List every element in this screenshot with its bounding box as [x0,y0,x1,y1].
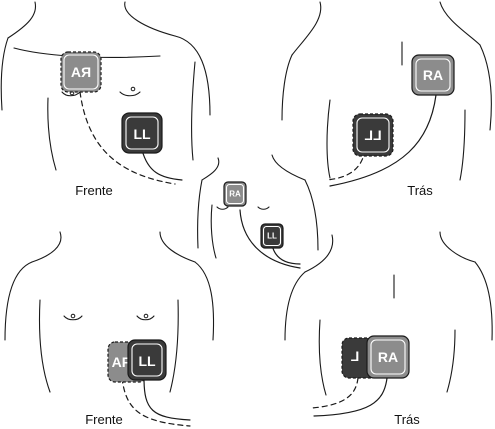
nipple [131,87,135,91]
body-outline [170,300,178,392]
pad-label: RA [378,349,398,365]
body-outline [447,330,455,392]
caption-front-top: Frente [75,183,113,198]
nipple [144,314,148,318]
caption-back-bottom: Trás [394,412,420,427]
lead-wire [142,150,182,180]
body-outline [440,232,475,262]
nipple [71,314,75,318]
pad-label: LL [364,127,382,143]
body-outline [475,262,492,340]
body-outline [195,262,214,340]
body-outline [125,2,175,36]
body-outline [202,158,219,180]
body-outline [39,300,50,392]
pad-label: RA [71,64,91,80]
caption-front-bottom: Frente [85,412,123,427]
pad-ll-small: LL [261,224,283,248]
pad-ra-small: RA [224,182,246,206]
body-outline [211,205,216,258]
pad-ra: RA [367,336,409,378]
panel-front-bottom: AF LL Frente [5,232,214,427]
body-outline [32,232,61,262]
nipple [217,207,228,209]
pad-ll: LL [128,340,166,380]
body-outline [440,2,480,45]
lead-wire [144,378,190,420]
lead-wire [314,378,387,416]
body-outline [192,62,195,160]
body-outline [327,100,330,178]
pad-ll-back: LL [353,114,393,156]
caption-back-top: Trás [407,183,433,198]
panel-back-top: RA LL Trás [282,2,491,198]
body-outline [272,155,305,180]
pad-label: RA [423,67,443,83]
pad-label: LL [267,232,277,241]
body-outline [480,45,491,130]
body-outline [305,235,333,272]
nipple [258,207,269,209]
body-outline [198,180,202,248]
panel-center-small: RA LL [198,155,318,268]
body-outline [48,98,56,170]
body-outline [160,232,195,262]
pad-label: RA [229,190,241,199]
body-outline [319,320,326,395]
body-outline [8,2,36,38]
nipple [120,92,140,96]
body-outline [5,262,32,340]
body-outline [305,180,318,250]
body-outline [292,2,321,55]
body-outline [285,272,305,340]
body-outline [460,110,465,180]
pad-label: LL [133,126,151,142]
panel-back-bottom: L RA Trás [285,232,492,427]
body-outline [282,55,292,120]
pad-ll: LL [122,113,162,153]
lead-wire [312,378,358,408]
body-outline [1,38,8,110]
pad-label: L [350,348,359,364]
panel-front-top: RA LL Frente [1,2,210,198]
pad-ra-mirrored: RA [61,52,101,92]
pad-label: LL [138,353,156,369]
pad-ra: RA [412,55,454,95]
